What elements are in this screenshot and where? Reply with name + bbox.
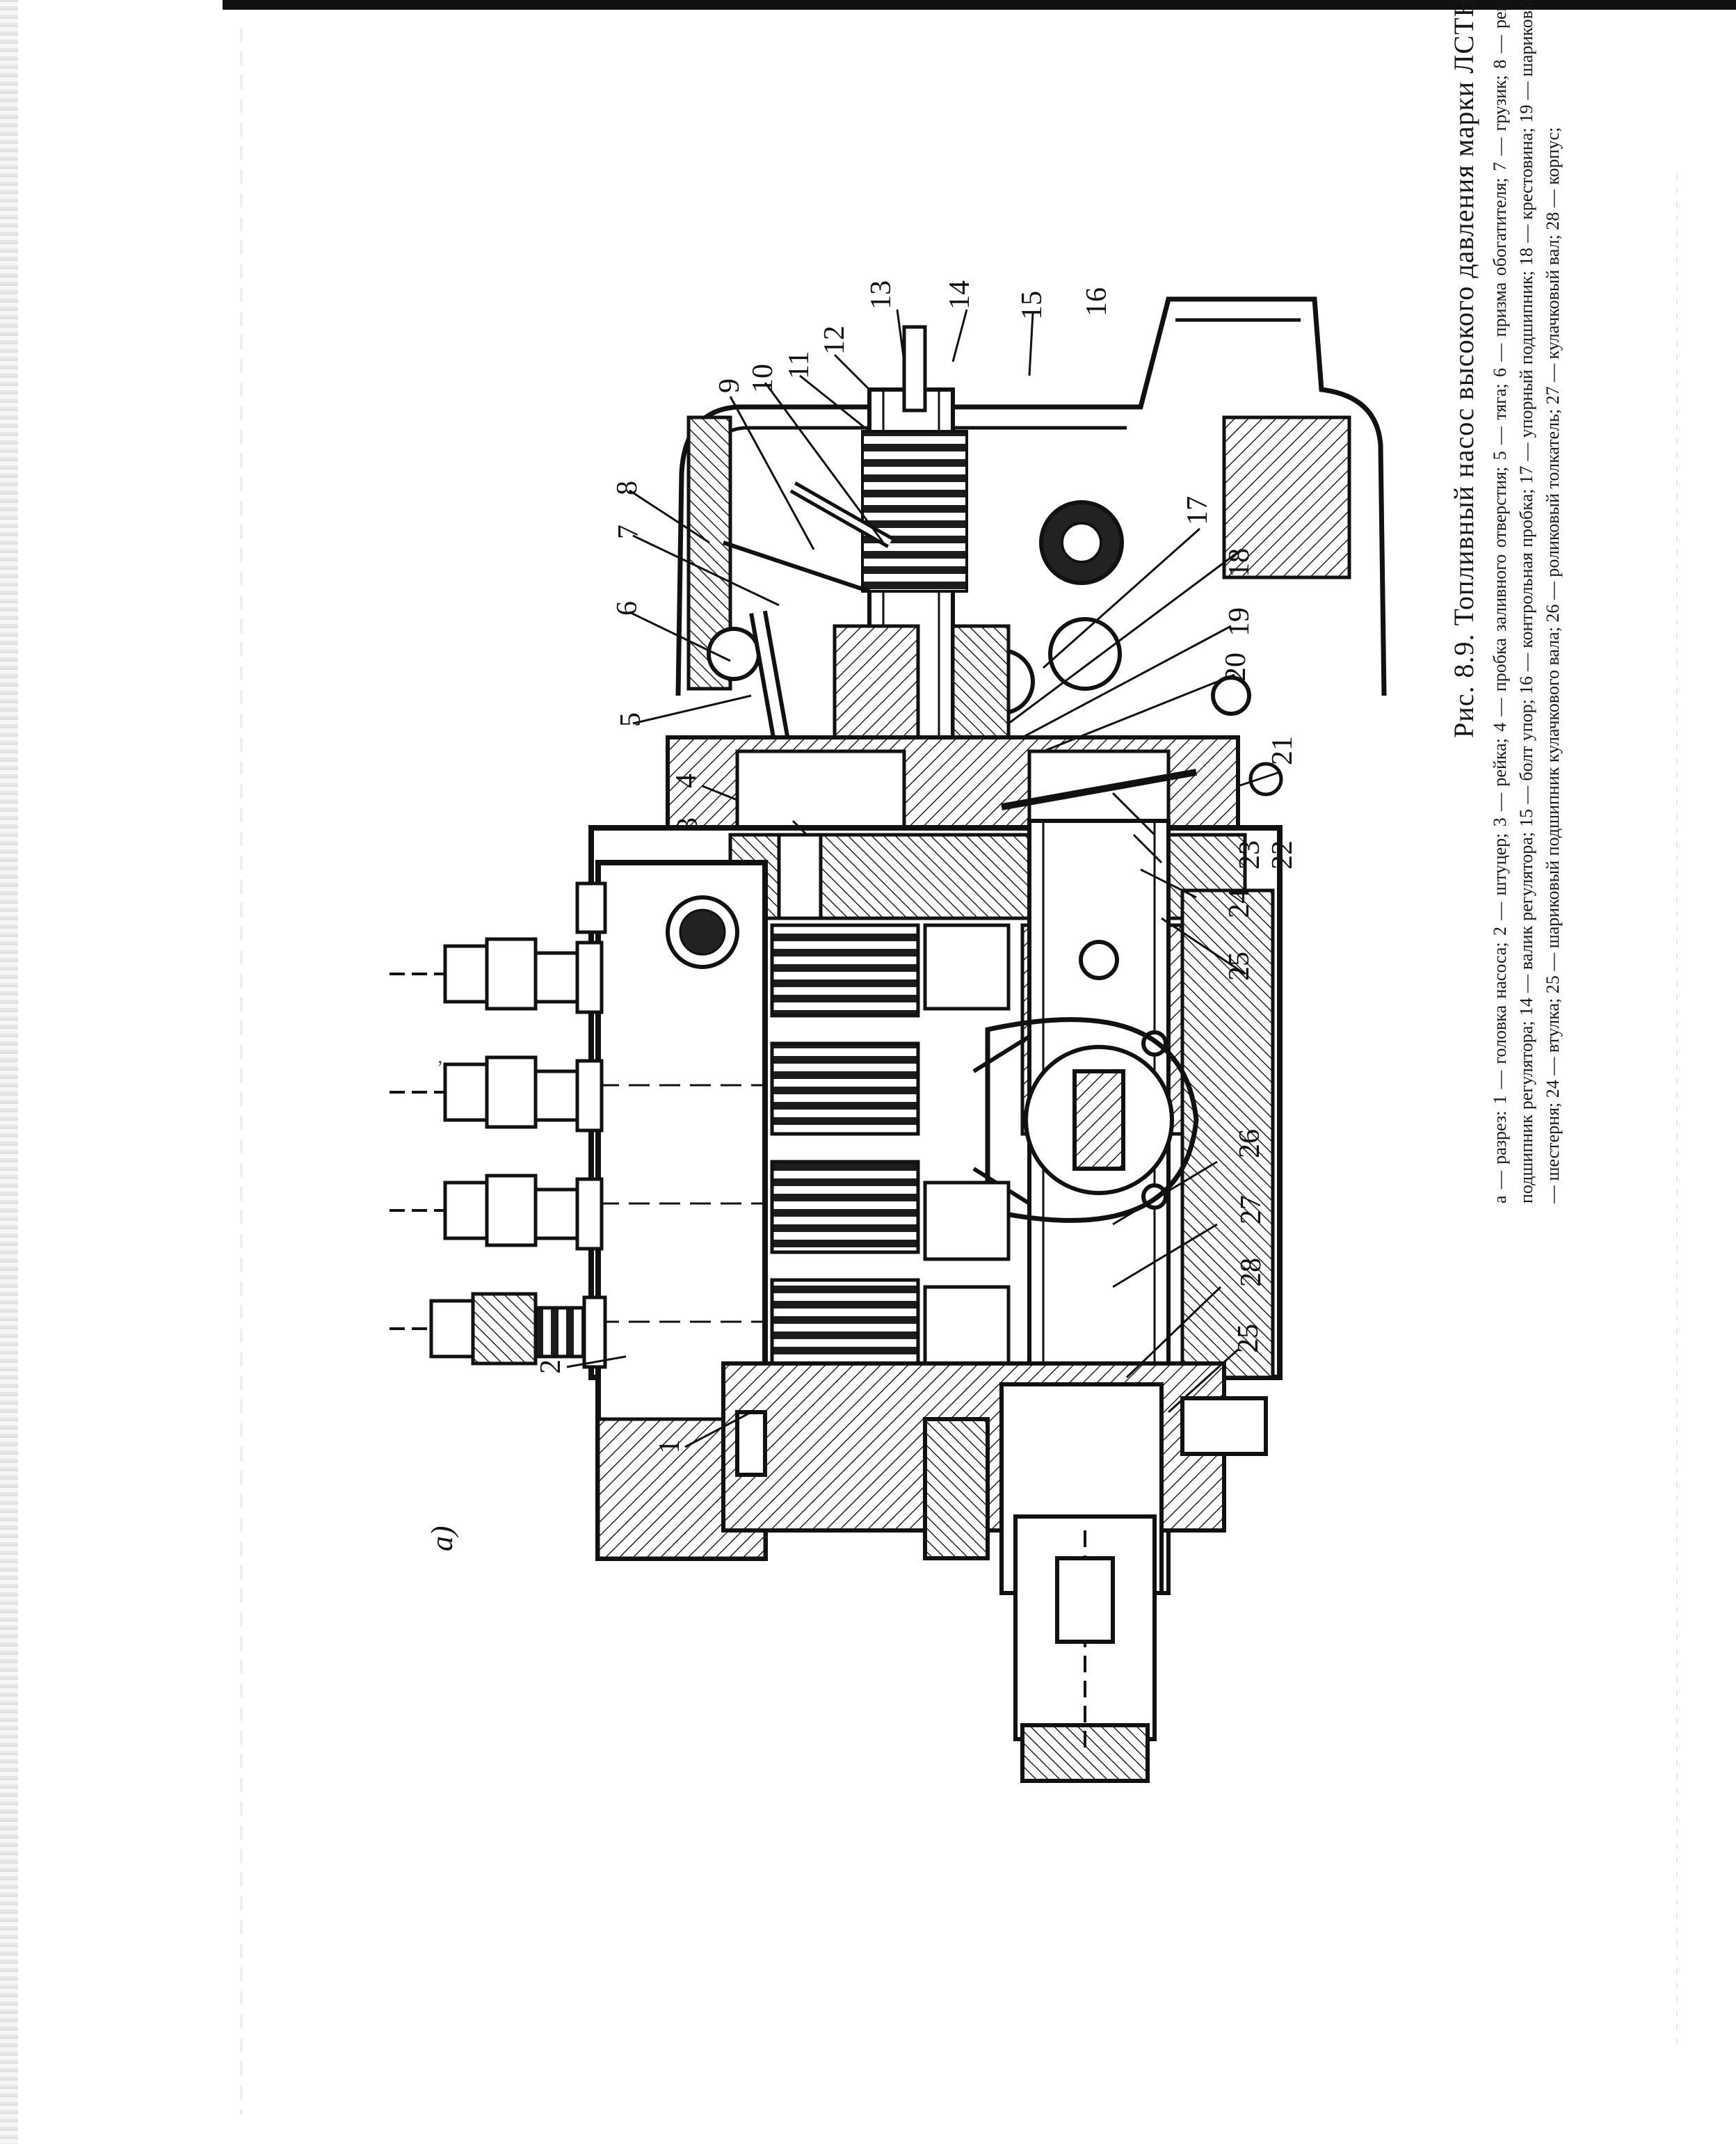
scan-left-edge [0, 0, 18, 2144]
part-label: 24 [1223, 889, 1255, 918]
rack [777, 833, 823, 920]
part-label: 25 [1223, 952, 1255, 981]
part-label: 26 [1234, 1129, 1266, 1158]
part-label: 10 [747, 364, 779, 393]
margin-mark: ’ [437, 1057, 444, 1079]
part-number-labels: 1 2 3 4 5 6 7 8 9 10 11 12 13 14 15 16 1… [425, 280, 1299, 1551]
part-label: 7 [613, 525, 645, 539]
view-label: а) [425, 1526, 459, 1551]
part-label: 11 [783, 351, 815, 379]
scan-fold-line [240, 28, 243, 2115]
part-label: 20 [1220, 653, 1252, 682]
caption-title: Рис. 8.9. Топливный насос высокого давле… [1448, 0, 1479, 738]
part-label: 21 [1267, 736, 1299, 765]
cam-profile [985, 1017, 1199, 1223]
plunger-sections [770, 833, 1011, 1366]
regulator-weights [833, 624, 920, 739]
delivery-fittings [389, 881, 607, 1369]
part-label: 25 [1232, 1324, 1264, 1353]
figure-caption: Рис. 8.9. Топливный насос высокого давле… [1447, 0, 1566, 1203]
regulator-springs [861, 430, 968, 593]
scan-right-edge [1676, 174, 1678, 2052]
part-label: 15 [1016, 291, 1048, 320]
housing-wall-right [1222, 415, 1351, 579]
part-label: 27 [1235, 1195, 1267, 1224]
part-label: 17 [1182, 496, 1214, 525]
part-label: 16 [1081, 287, 1113, 317]
part-label: 13 [865, 280, 897, 310]
part-label: 4 [670, 774, 702, 788]
leader-lines [566, 309, 1280, 1448]
part-label: 9 [714, 378, 746, 393]
part-label: 22 [1267, 840, 1299, 870]
part-label: 8 [611, 481, 643, 495]
part-label: 14 [944, 280, 976, 310]
part-label: 1 [654, 1439, 686, 1454]
part-label: 5 [615, 712, 647, 727]
part-label: 19 [1223, 607, 1255, 637]
scan-top-border [223, 0, 1736, 10]
drive-end [721, 1361, 1268, 1783]
part-label: 23 [1234, 840, 1266, 870]
caption-legend: а — разрез: 1 — головка насоса; 2 — штуц… [1490, 0, 1563, 1203]
part-label: 28 [1235, 1258, 1267, 1287]
part-label: 2 [535, 1359, 567, 1374]
part-label: 18 [1223, 548, 1255, 577]
part-label: 6 [611, 601, 643, 616]
part-label: 12 [819, 326, 851, 355]
part-label: 3 [672, 817, 704, 832]
